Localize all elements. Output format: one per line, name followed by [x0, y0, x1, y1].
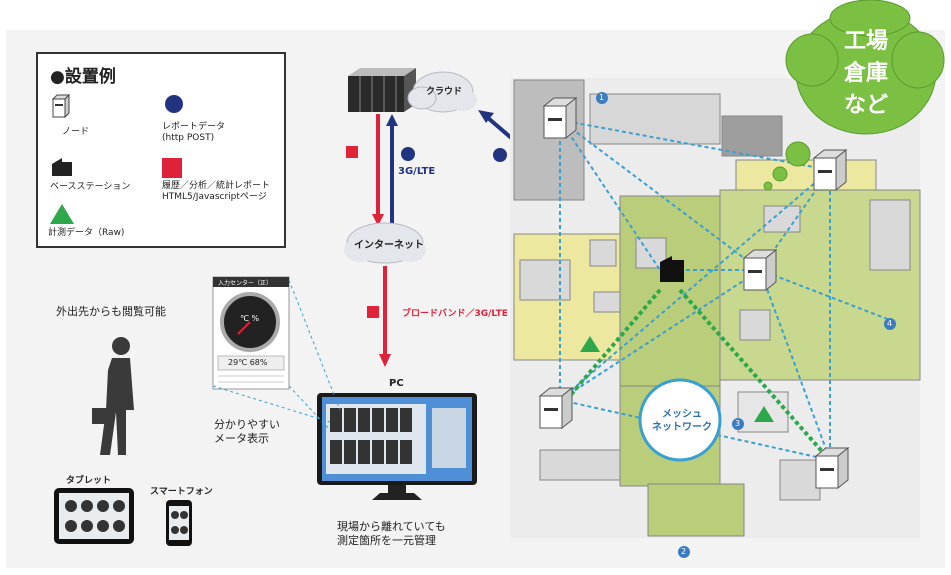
legend-title: ●設置例: [50, 67, 116, 87]
pc-screen-gauges: [330, 408, 466, 468]
internet-label: インターネット: [354, 240, 424, 251]
badge-line-3: など: [843, 93, 888, 118]
legend-label-measurement: 計測データ（Raw): [48, 228, 125, 238]
tablet-device: [54, 488, 134, 544]
cloud-label: クラウド: [426, 87, 463, 97]
legend-box: ●設置例 ノード レポートデータ (http POST) ベースステーション 履…: [36, 52, 286, 248]
report-square-marker: [346, 146, 358, 158]
map-marker-3-label: 3: [735, 419, 741, 428]
mesh-network-label: メッシュ ネットワーク: [652, 409, 712, 433]
badge-line-2: 倉庫: [843, 61, 888, 86]
remote-access-label: 外出先からも閲覧可能: [56, 305, 166, 318]
smartphone-device: [166, 500, 192, 546]
base-station-icon: [52, 158, 72, 176]
map-marker-4: [884, 318, 896, 330]
map-marker-1-label: 1: [599, 93, 605, 102]
green-base-links: [566, 288, 828, 458]
map-marker-4-label: 4: [887, 319, 893, 328]
report-data-dot-icon: [165, 95, 183, 113]
report-dot-marker: [401, 147, 415, 161]
factory-badge-text: 工場 倉庫 など: [830, 26, 902, 122]
walking-person-silhouette: [92, 337, 134, 455]
meter-gauge-unit: ℃ %: [240, 314, 260, 323]
bottom-caption: 現場から離れていても 測定箇所を一元管理: [337, 520, 446, 547]
legend-label-history-report: 履歴／分析／統計レポート HTML5/Javascriptページ: [162, 181, 271, 202]
node-icon: [51, 94, 71, 119]
map-marker-3: [732, 418, 744, 430]
smartphone-label: スマートフォン: [150, 487, 213, 497]
measurement-triangle-1: [580, 336, 600, 352]
sensor-node-1: [542, 96, 578, 140]
tablet-label: タブレット: [66, 476, 112, 486]
map-marker-2-label: 2: [681, 547, 687, 556]
map-marker-2: [678, 546, 690, 558]
legend-label-base-station: ベースステーション: [50, 182, 131, 192]
badge-line-1: 工場: [843, 29, 888, 54]
sensor-node-5: [814, 446, 850, 490]
mesh-network-circle: [638, 378, 722, 462]
sensor-node-2: [812, 148, 848, 192]
factory-floor-map: [510, 78, 921, 538]
measurement-triangle-icon: [50, 204, 74, 224]
server-rack-icon: [348, 68, 416, 112]
history-report-square-icon: [162, 158, 182, 178]
base-station: [660, 256, 684, 282]
meter-display-label: 分かりやすい メータ表示: [214, 418, 280, 445]
link-broadband-label: ブロードバンド／3G/LTE: [402, 309, 508, 319]
factory-badge-cloud: [763, 0, 945, 191]
sensor-node-4: [538, 386, 574, 430]
legend-label-report-data: レポートデータ (http POST): [162, 122, 226, 143]
meter-screen-header: 入力センター（正）: [218, 280, 273, 287]
meter-screenshot: [212, 276, 290, 390]
link-3g-label: 3G/LTE: [398, 166, 436, 177]
meter-screen-readout: 29℃ 68%: [228, 358, 268, 367]
cloud-shape: [407, 71, 477, 113]
measurement-triangle-2: [754, 406, 774, 422]
legend-label-node: ノード: [62, 127, 90, 137]
internet-cloud-shape: [344, 222, 426, 264]
sensor-node-3: [742, 248, 778, 292]
pc-label: PC: [389, 378, 404, 389]
map-marker-1: [596, 92, 608, 104]
